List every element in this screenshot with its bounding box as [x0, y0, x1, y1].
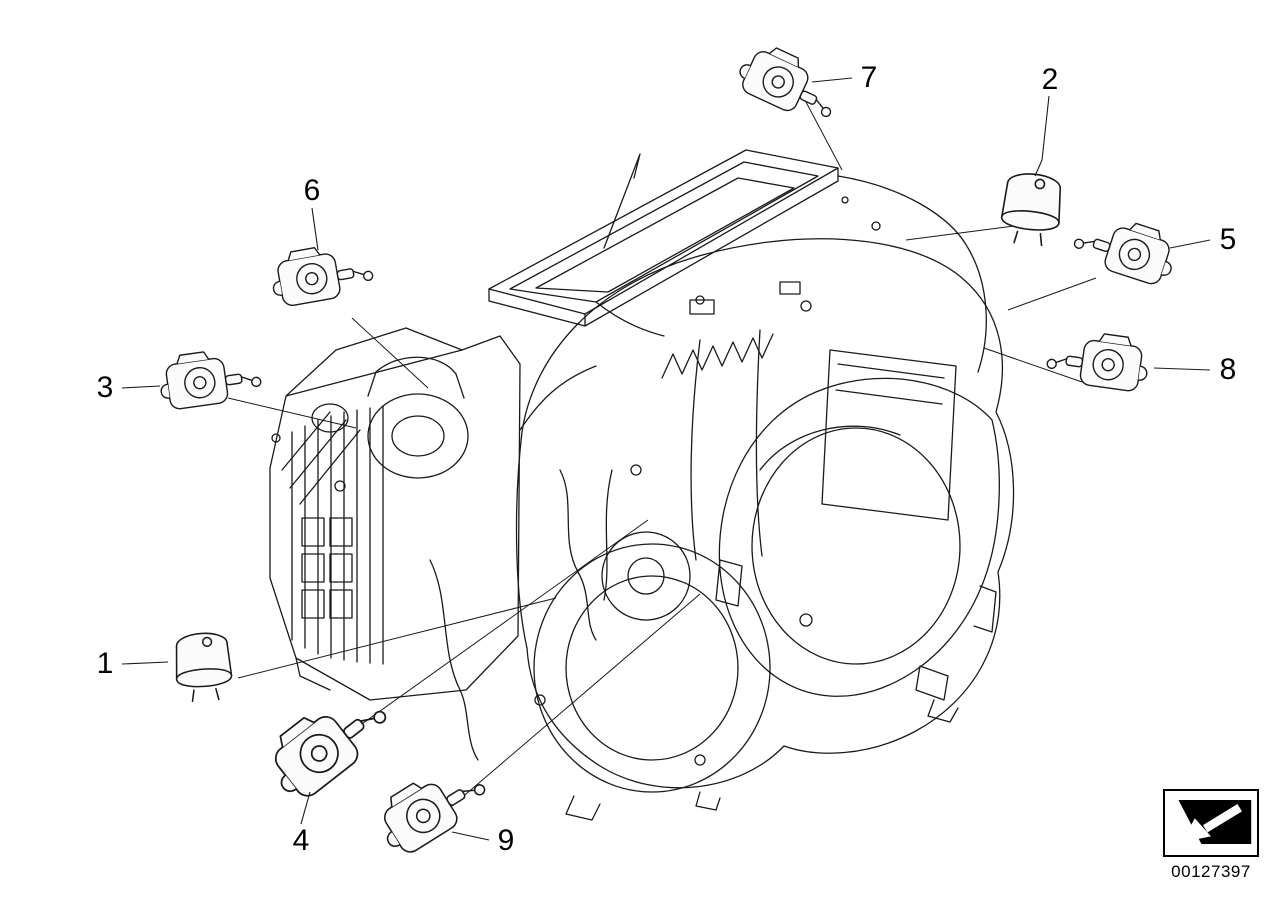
actuator-motor-6[interactable] — [266, 237, 377, 309]
part-number: 00127397 — [1171, 862, 1251, 881]
callout-label-5[interactable]: 5 — [1219, 223, 1237, 256]
actuator-motor-5[interactable] — [1069, 206, 1182, 290]
actuator-motor-8[interactable] — [1044, 325, 1153, 394]
callout-label-3[interactable]: 3 — [96, 371, 114, 404]
callout-leader-lines — [121, 77, 1211, 841]
callout-label-2[interactable]: 2 — [1041, 63, 1059, 96]
actuator-motor-9[interactable] — [368, 751, 494, 862]
callout-label-7[interactable]: 7 — [860, 61, 878, 94]
callout-label-6[interactable]: 6 — [303, 174, 321, 207]
actuator-motor-4[interactable] — [256, 676, 398, 808]
connector-lines — [227, 101, 1097, 807]
actuator-motor-2[interactable] — [998, 170, 1065, 248]
callout-label-9[interactable]: 9 — [497, 824, 515, 857]
hvac-unit-line-art — [269, 149, 1015, 821]
actuator-motor-3[interactable] — [155, 343, 264, 412]
diagonal-arrow-icon — [1178, 800, 1252, 845]
actuator-motor-7[interactable] — [732, 37, 847, 130]
legend-logo — [1163, 789, 1259, 857]
callout-label-1[interactable]: 1 — [96, 647, 114, 680]
callout-label-8[interactable]: 8 — [1219, 353, 1237, 386]
callout-label-4[interactable]: 4 — [292, 824, 310, 857]
actuator-motor-1[interactable] — [172, 630, 234, 704]
